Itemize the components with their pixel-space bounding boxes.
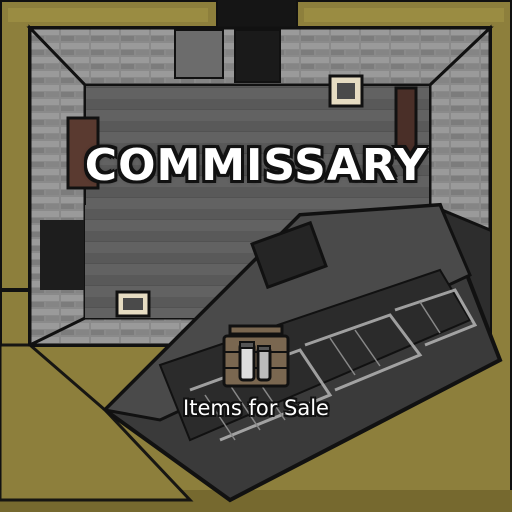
wall-lamp-top [328,74,364,108]
lower-wall-frame [0,343,194,502]
wall-cabinet-right [394,86,418,160]
items-for-sale-label[interactable]: Items for Sale [183,396,329,420]
crate-with-jars-icon[interactable] [220,322,292,390]
wall-cabinet-left [66,116,100,190]
shop-counter [101,202,503,503]
room-title: COMMISSARY [84,140,428,191]
